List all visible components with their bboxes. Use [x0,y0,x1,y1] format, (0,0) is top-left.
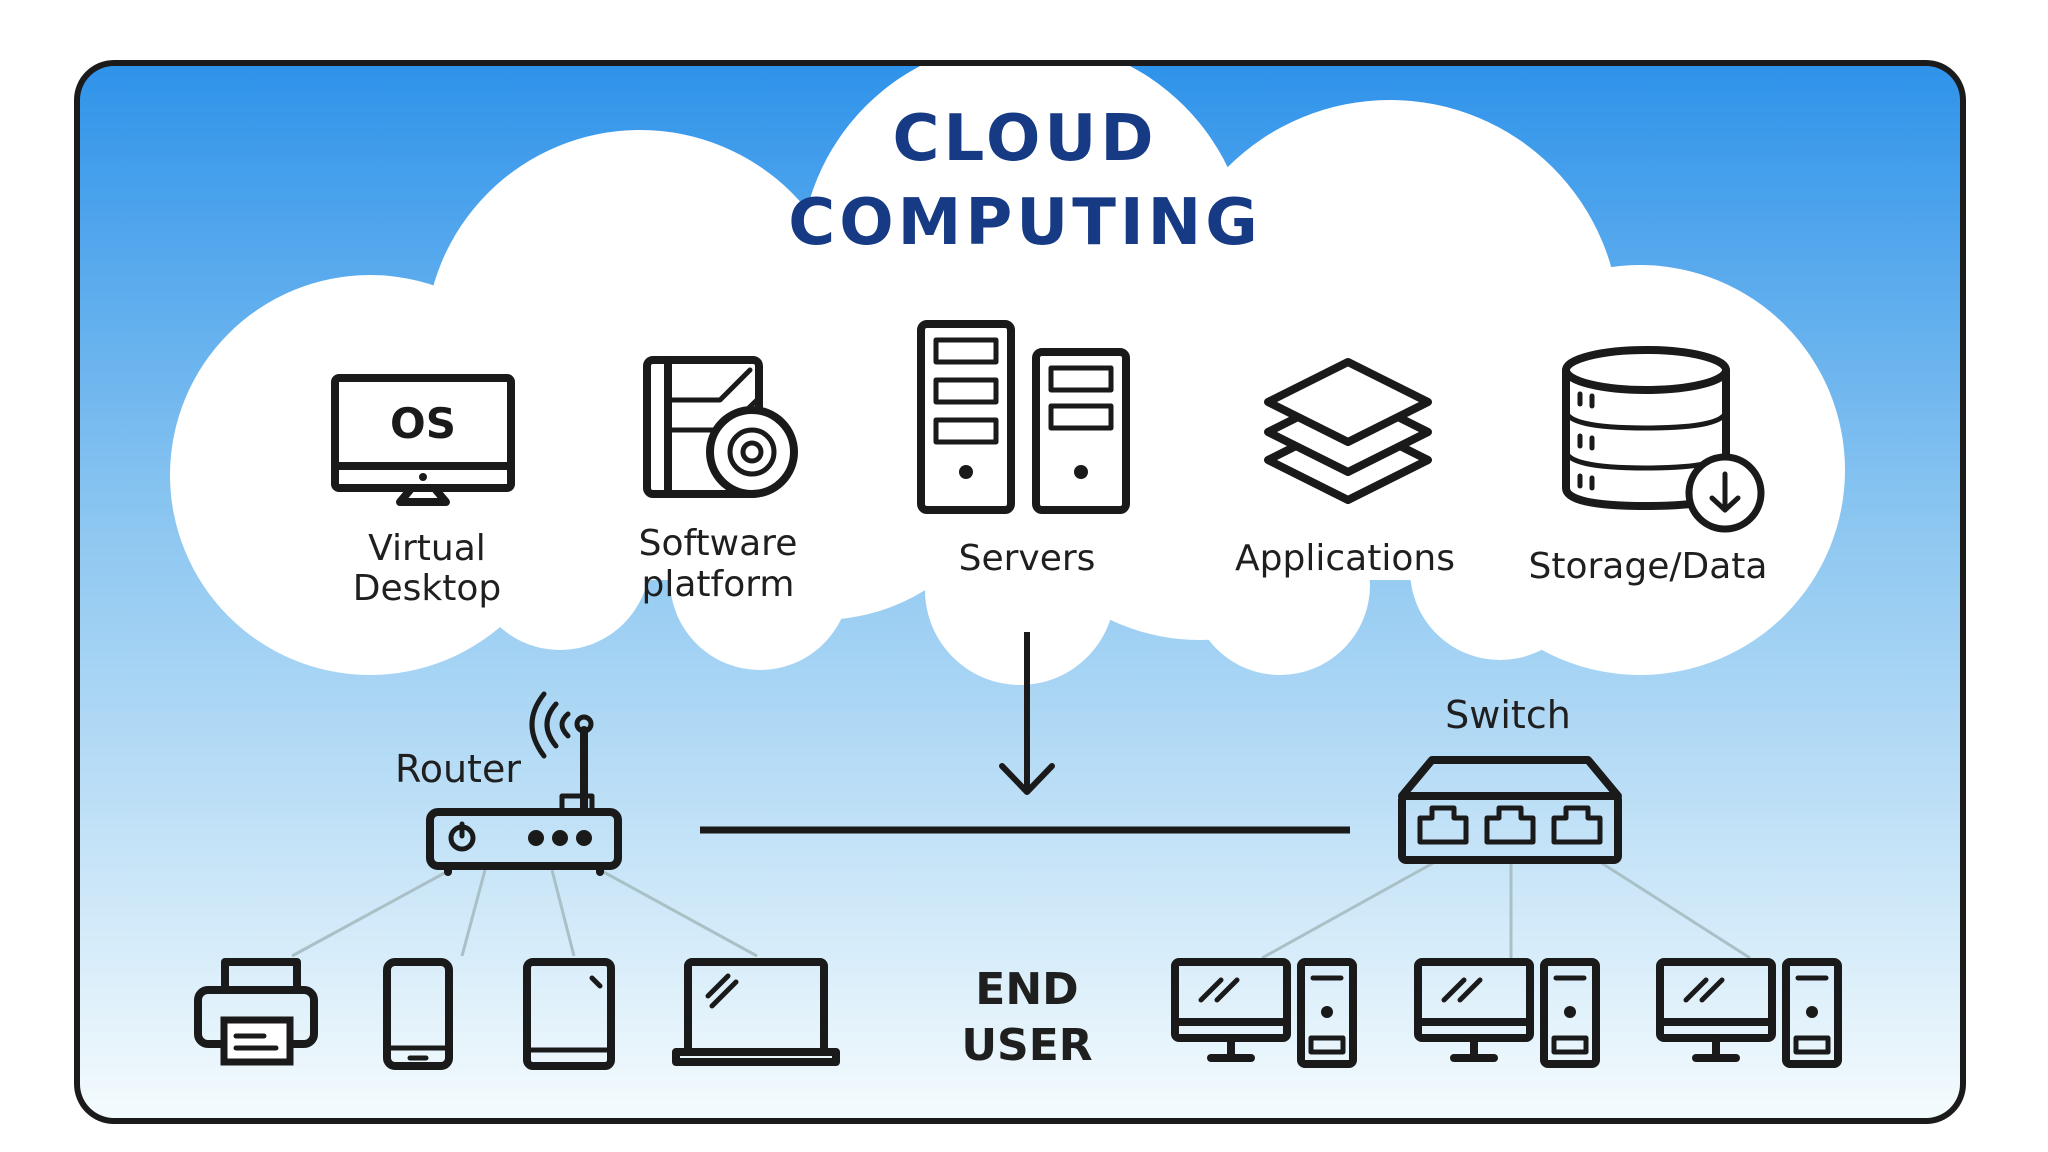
end-user-line-1: END [975,964,1078,1015]
applications-item: Applications [1235,358,1455,579]
connector-lines [291,860,1751,960]
printer-icon [194,958,318,1066]
switch-item: Switch [1398,693,1622,864]
monitor-os-icon: OS [331,374,515,506]
laptop-icon [672,958,840,1066]
title-line-1: CLOUD [893,102,1158,176]
switch-label: Switch [1445,693,1571,737]
software-box-icon [643,356,798,498]
tablet-icon [523,958,615,1070]
servers-icon [917,320,1130,514]
virtual-desktop-label-line-1: Virtual [368,528,486,569]
router-icon [426,691,622,876]
desktop-pc-icon [1414,958,1600,1068]
servers-label: Servers [959,538,1096,579]
applications-label: Applications [1235,538,1455,579]
os-screen-text: OS [390,399,456,448]
desktop-pc-icon [1656,958,1842,1068]
software-platform-label-line-2: platform [642,564,795,605]
router-label: Router [395,747,521,791]
servers-item: Servers [917,320,1130,579]
smartphone-icon [383,958,453,1070]
storage-data-label: Storage/Data [1529,546,1768,587]
title-line-2: COMPUTING [788,186,1262,260]
down-arrow-icon [999,632,1055,795]
virtual-desktop-item: OS Virtual Desktop [331,374,515,609]
database-download-icon [1562,346,1765,533]
layers-icon [1264,358,1432,504]
software-platform-label-line-1: Software [639,523,798,564]
software-platform-item: Software platform [639,356,798,605]
storage-data-item: Storage/Data [1529,346,1768,587]
desktop-pc-icon [1171,958,1357,1068]
end-user-line-2: USER [961,1020,1092,1071]
switch-icon [1398,756,1622,864]
virtual-desktop-label-line-2: Desktop [353,568,501,609]
router-item: Router [395,691,622,876]
